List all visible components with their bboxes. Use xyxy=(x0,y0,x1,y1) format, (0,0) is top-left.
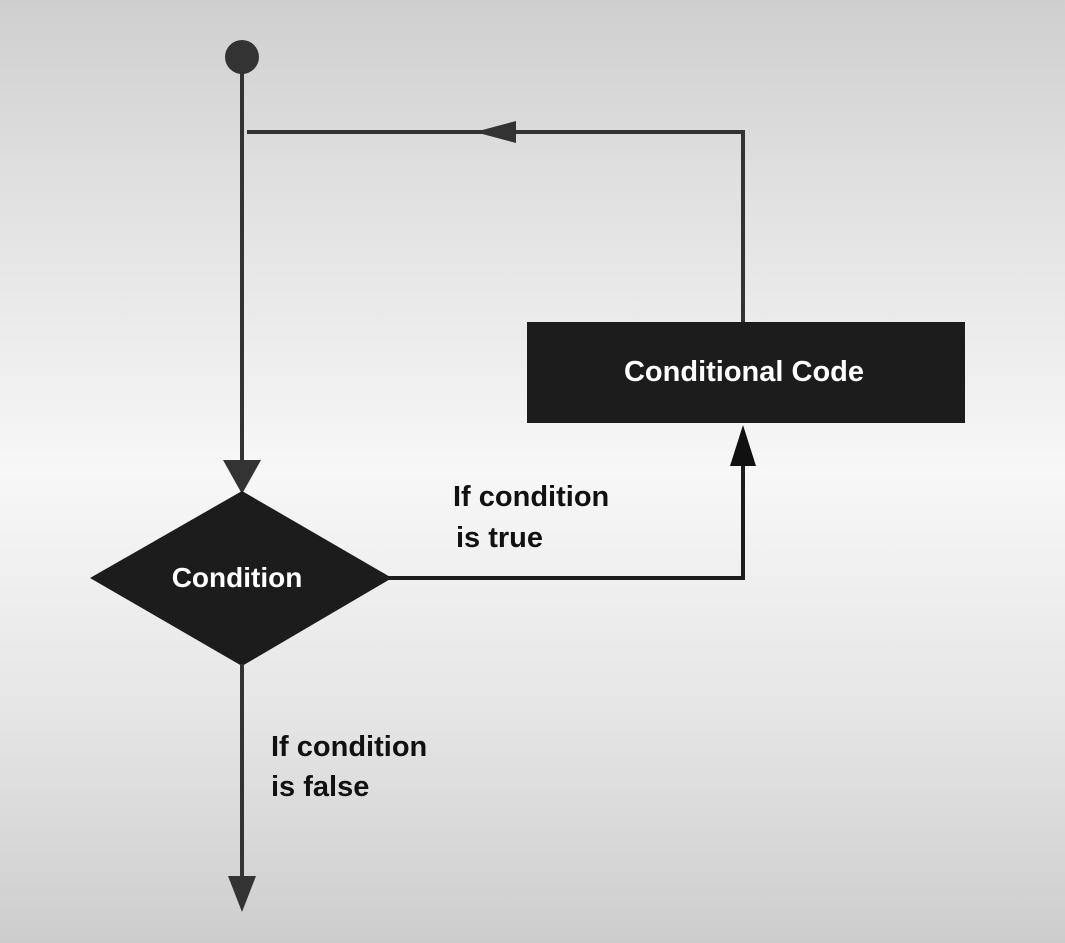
true-branch-label-line-2: is true xyxy=(456,522,543,554)
loop-back-arrowhead xyxy=(475,121,516,143)
true-branch-label: If condition is true xyxy=(453,481,617,554)
conditional-code-label: Conditional Code xyxy=(624,356,864,388)
true-branch-label-line-1: If condition xyxy=(453,481,609,513)
false-branch-arrowhead xyxy=(228,876,256,912)
true-branch-arrowhead xyxy=(730,425,756,466)
condition-label: Condition xyxy=(172,562,303,593)
condition-diamond xyxy=(90,491,392,666)
loop-back-line xyxy=(247,130,745,323)
false-branch-label: If condition is false xyxy=(271,731,435,803)
false-branch-label-line-2: is false xyxy=(271,771,369,803)
condition-entry-arrowhead xyxy=(223,460,261,494)
start-node xyxy=(225,40,259,74)
false-branch-label-line-1: If condition xyxy=(271,731,427,763)
conditional-code-box xyxy=(527,322,965,423)
true-branch-line xyxy=(388,455,745,580)
